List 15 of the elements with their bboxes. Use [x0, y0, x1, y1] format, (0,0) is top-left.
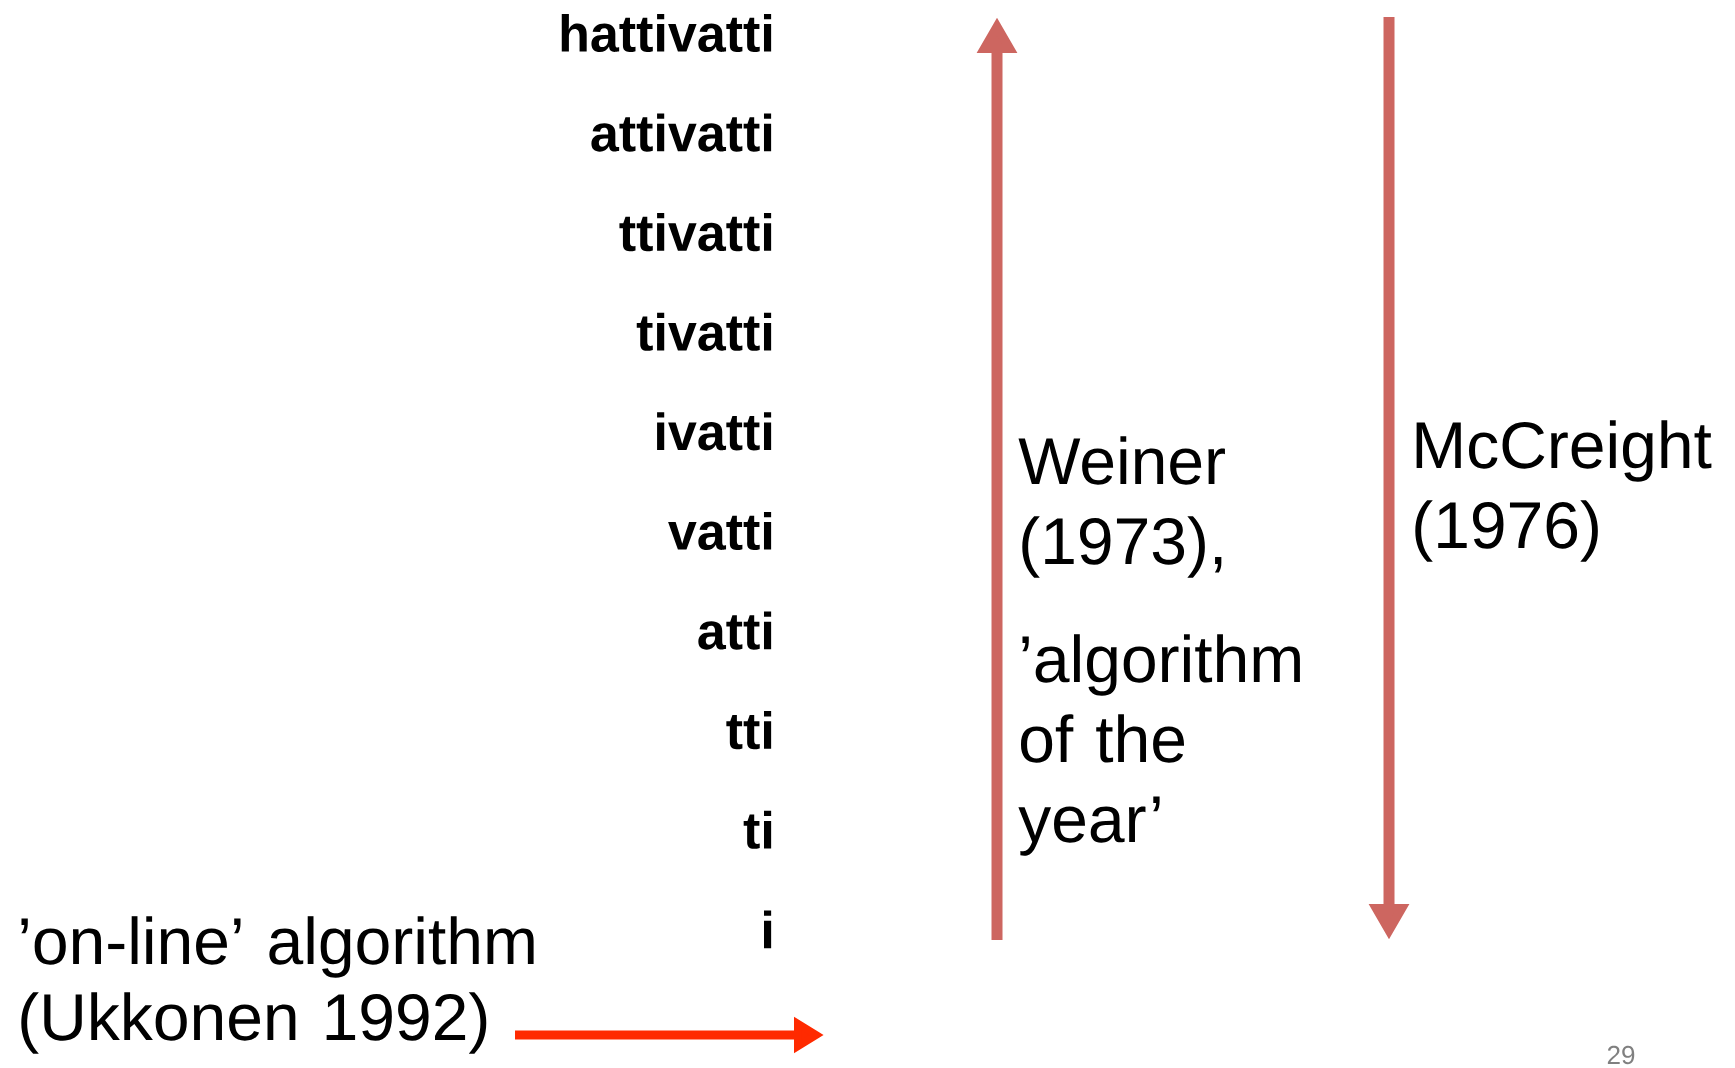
suffix-label: tti: [726, 711, 772, 750]
author-label: McCreight (1976): [1415, 420, 1712, 562]
author-label: Weiner (1973),: [1018, 436, 1225, 578]
suffix-label: ti: [743, 810, 772, 849]
suffix-label: tivatti: [636, 312, 772, 351]
suffix-label: attivatti: [591, 113, 772, 152]
algorithm-label: ’on-line’ algorithm (Ukkonen 1992): [21, 916, 534, 1054]
page-number: 29: [1607, 1045, 1635, 1065]
suffix-label: ttivatti: [619, 213, 772, 252]
suffix-label: atti: [698, 611, 772, 650]
suffix-label: hattivatti: [561, 13, 772, 53]
note-label: ’algorithm of the year’: [1018, 634, 1300, 856]
suffix-label: vatti: [668, 511, 772, 551]
suffix-label: i: [764, 910, 772, 949]
suffix-label: ivatti: [657, 412, 772, 451]
